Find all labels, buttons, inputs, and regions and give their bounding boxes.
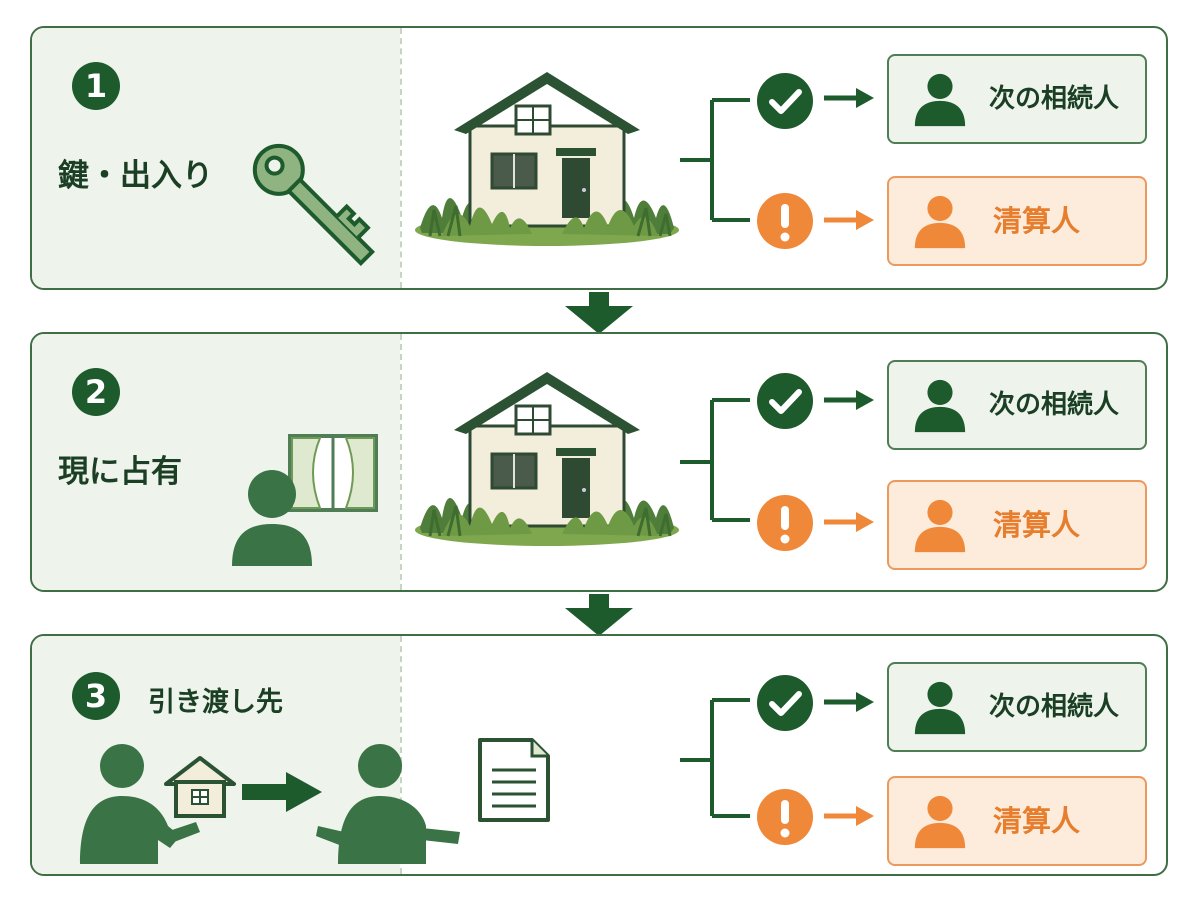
step-number-badge: 1 xyxy=(72,62,120,110)
down-arrow-icon xyxy=(565,594,633,636)
step-title: 鍵・出入り xyxy=(58,158,213,194)
arrow-right-icon xyxy=(824,390,874,410)
check-icon xyxy=(757,675,813,731)
person-icon xyxy=(911,496,969,554)
liquidator-label: 清算人 xyxy=(993,804,1081,838)
person-icon xyxy=(911,376,969,434)
panel-divider xyxy=(400,334,402,590)
person-window-icon xyxy=(232,434,378,566)
key-icon xyxy=(252,143,375,266)
exclamation-icon xyxy=(757,193,813,249)
step-panel-3: 3 引き渡し先 xyxy=(30,634,1168,876)
person-icon xyxy=(911,792,969,850)
next-heir-box: 次の相続人 xyxy=(887,360,1147,450)
liquidator-label: 清算人 xyxy=(993,508,1081,542)
liquidator-label: 清算人 xyxy=(993,204,1081,238)
liquidator-box: 清算人 xyxy=(887,480,1147,570)
next-heir-label: 次の相続人 xyxy=(989,390,1120,420)
panel-divider xyxy=(400,636,402,874)
next-heir-box: 次の相続人 xyxy=(887,662,1147,752)
next-heir-box: 次の相続人 xyxy=(887,54,1147,144)
arrow-right-icon xyxy=(824,210,874,230)
branch-connector xyxy=(680,390,874,532)
arrow-right-icon xyxy=(824,88,874,108)
person-icon xyxy=(911,192,969,250)
exclamation-icon xyxy=(757,789,813,845)
step-number-badge: 3 xyxy=(72,672,120,720)
next-heir-label: 次の相続人 xyxy=(989,84,1120,114)
branch-connector xyxy=(680,88,874,230)
person-icon xyxy=(911,70,969,128)
step-panel-1: 1 鍵・出入り 次の相続人 清算人 xyxy=(30,26,1168,290)
liquidator-box: 清算人 xyxy=(887,176,1147,266)
step-title: 引き渡し先 xyxy=(148,687,283,718)
arrow-right-icon xyxy=(824,512,874,532)
handover-icon xyxy=(80,738,550,864)
liquidator-box: 清算人 xyxy=(887,776,1147,866)
step-number-badge: 2 xyxy=(72,368,120,416)
panel-divider xyxy=(400,28,402,288)
check-icon xyxy=(757,73,813,129)
down-arrow-icon xyxy=(565,292,633,334)
step-title: 現に占有 xyxy=(58,454,182,490)
check-icon xyxy=(757,373,813,429)
branch-connector xyxy=(680,692,874,826)
next-heir-label: 次の相続人 xyxy=(989,692,1120,722)
arrow-right-icon xyxy=(824,692,874,712)
exclamation-icon xyxy=(757,495,813,551)
person-icon xyxy=(911,678,969,736)
arrow-right-icon xyxy=(824,806,874,826)
step-panel-2: 2 現に占有 次の相続人 清算人 xyxy=(30,332,1168,592)
